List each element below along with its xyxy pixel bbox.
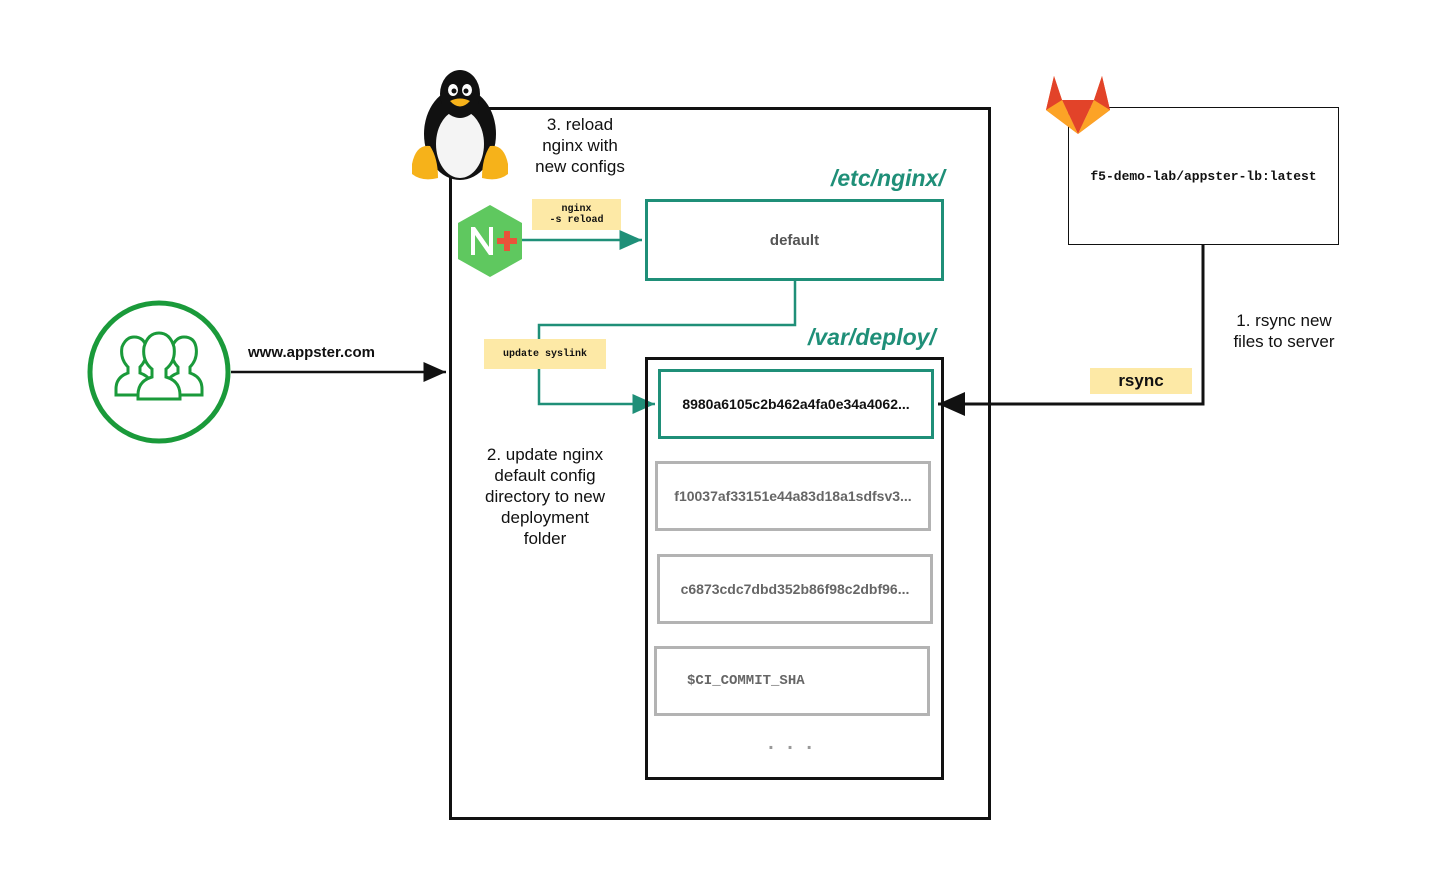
syslink-arrow	[537, 281, 797, 414]
docker-image-box: f5-demo-lab/appster-lb:latest	[1068, 107, 1339, 245]
default-config-label: default	[769, 231, 820, 249]
var-deploy-label: /var/deploy/	[808, 324, 936, 350]
commit-folder: c6873cdc7dbd352b86f98c2dbf96...	[657, 554, 933, 624]
rsync-note: rsync	[1090, 368, 1192, 394]
server-container	[449, 107, 991, 820]
more-ellipsis: . . .	[768, 732, 816, 754]
site-url-label: www.appster.com	[248, 344, 375, 361]
commit-folder-active: 8980a6105c2b462a4fa0e34a4062...	[658, 369, 934, 439]
users-group-icon	[87, 300, 231, 444]
etc-nginx-box	[645, 199, 944, 281]
var-deploy-box	[645, 357, 944, 780]
nginx-reload-note: nginx -s reload	[532, 199, 621, 230]
commit-folder-variable: $CI_COMMIT_SHA	[654, 646, 930, 716]
linux-penguin-icon	[412, 70, 508, 180]
update-syslink-note: update syslink	[484, 339, 606, 369]
docker-image-tag: f5-demo-lab/appster-lb:latest	[1090, 168, 1317, 184]
step-3-caption: 3. reload nginx with new configs	[535, 115, 625, 176]
commit-folder: f10037af33151e44a83d18a1sdfsv3...	[655, 461, 931, 531]
rsync-arrow	[938, 245, 1205, 416]
step-1-caption: 1. rsync new files to server	[1233, 311, 1335, 351]
nginx-plus-icon	[458, 205, 522, 277]
gitlab-logo-icon	[1046, 76, 1110, 134]
step-2-caption: 2. update nginx default config directory…	[485, 445, 605, 548]
etc-nginx-label: /etc/nginx/	[831, 165, 945, 191]
